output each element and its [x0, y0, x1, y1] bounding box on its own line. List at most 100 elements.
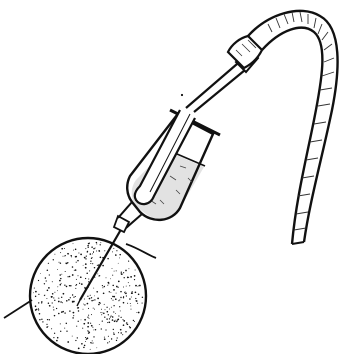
- stipple-dot: [48, 263, 49, 264]
- stipple-dot: [116, 270, 117, 271]
- stipple-dot: [80, 254, 82, 256]
- stipple-dot: [120, 317, 121, 318]
- stipple-dot: [138, 285, 139, 286]
- stipple-dot: [74, 270, 75, 271]
- stipple-dot: [47, 270, 49, 272]
- stipple-dot: [111, 315, 112, 316]
- stipple-dot: [64, 248, 65, 249]
- stipple-dot: [59, 262, 60, 263]
- stipple-dot: [61, 311, 63, 313]
- stipple-dot: [45, 277, 47, 279]
- stipple-dot: [84, 304, 85, 305]
- stipple-dot: [41, 319, 42, 320]
- stipple-dot: [117, 287, 118, 288]
- stipple-dot: [46, 280, 47, 281]
- stipple-dot: [64, 285, 65, 286]
- stipple-dot: [112, 319, 114, 321]
- stipple-dot: [108, 314, 109, 315]
- stipple-dot: [135, 270, 136, 271]
- stipple-dot: [132, 293, 133, 294]
- stipple-dot: [131, 291, 132, 292]
- stipple-dot: [57, 337, 59, 339]
- stipple-dot: [85, 341, 86, 342]
- stipple-dot: [75, 249, 77, 251]
- stipple-dot: [73, 297, 74, 298]
- stipple-dot: [39, 319, 40, 320]
- stipple-dot: [108, 283, 109, 284]
- stipple-dot: [96, 242, 97, 243]
- stipple-dot: [93, 300, 94, 301]
- stipple-dot: [88, 247, 89, 248]
- stipple-dot: [78, 321, 79, 322]
- stipple-dot: [88, 278, 89, 279]
- stipple-dot: [90, 295, 91, 296]
- stipple-dot: [108, 321, 110, 323]
- stipple-dot: [87, 317, 88, 318]
- stipple-dot: [94, 309, 95, 310]
- stipple-dot: [134, 321, 135, 322]
- stipple-dot: [75, 269, 77, 271]
- stipple-dot: [118, 281, 120, 283]
- stipple-dot: [112, 275, 113, 276]
- stipple-dot: [102, 320, 103, 321]
- stipple-dot: [49, 274, 50, 275]
- stipple-dot: [122, 334, 123, 335]
- stipple-dot: [87, 296, 88, 297]
- stipple-dot: [142, 303, 143, 304]
- stipple-dot: [126, 323, 127, 324]
- stipple-dot: [114, 320, 116, 322]
- stipple-dot: [138, 312, 140, 314]
- stipple-dot: [89, 270, 90, 271]
- flexible-hose: [248, 11, 338, 244]
- stipple-dot: [107, 258, 109, 260]
- stipple-dot: [70, 297, 71, 298]
- stipple-dot: [85, 263, 87, 265]
- stipple-dot: [94, 299, 95, 300]
- stipple-dot: [72, 274, 74, 276]
- stipple-dot: [87, 337, 89, 339]
- stipple-dot: [92, 263, 93, 264]
- stipple-dot: [91, 314, 92, 315]
- stipple-dot: [130, 276, 132, 278]
- stipple-dot: [108, 282, 110, 284]
- stipple-dot: [54, 300, 55, 301]
- stipple-dot: [93, 251, 94, 252]
- stipple-dot: [75, 288, 76, 289]
- stipple-dot: [93, 288, 94, 289]
- stipple-dot: [46, 326, 48, 328]
- stipple-dot: [84, 299, 85, 300]
- stipple-dot: [36, 309, 37, 310]
- stipple-dot: [111, 298, 112, 299]
- stipple-dot: [70, 285, 72, 287]
- stipple-dot: [47, 290, 49, 292]
- stipple-dot: [53, 297, 54, 298]
- stipple-dot: [60, 284, 62, 286]
- stipple-dot: [75, 256, 77, 258]
- stipple-dot: [62, 311, 64, 313]
- stipple-dot: [123, 324, 125, 326]
- stipple-dot: [39, 313, 41, 315]
- stipple-dot: [107, 311, 109, 313]
- stipple-dot: [94, 267, 95, 268]
- stipple-dot: [120, 310, 121, 311]
- stipple-dot: [110, 278, 111, 279]
- stipple-dot: [53, 337, 54, 338]
- stipple-dot: [135, 291, 137, 293]
- stipple-dot: [42, 321, 43, 322]
- stipple-dot: [80, 276, 82, 278]
- stipple-dot: [72, 317, 74, 319]
- stipple-dot: [83, 304, 84, 305]
- stipple-dot: [107, 322, 108, 323]
- stipple-dot: [38, 309, 39, 310]
- stipple-dot: [135, 285, 137, 287]
- stipple-dot: [83, 309, 84, 310]
- stipple-dot: [60, 262, 61, 263]
- stipple-dot: [90, 323, 91, 324]
- stipple-dot: [91, 297, 92, 298]
- stipple-dot: [49, 305, 51, 307]
- stipple-dot: [69, 276, 71, 278]
- stipple-dot: [113, 329, 114, 330]
- stipple-dot: [35, 291, 37, 293]
- stipple-dot: [128, 261, 129, 262]
- stipple-dot: [128, 282, 129, 283]
